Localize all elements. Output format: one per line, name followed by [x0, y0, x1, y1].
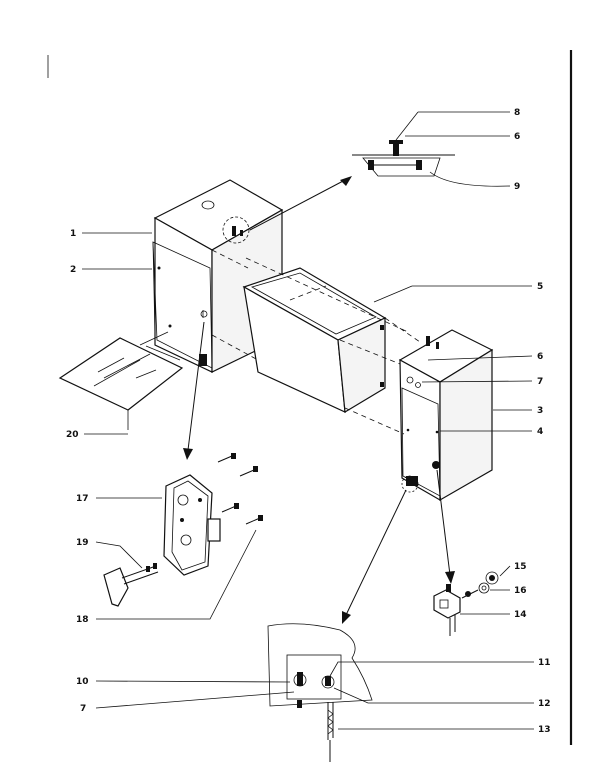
- callout-17: 17: [76, 494, 89, 504]
- left-cabinet-door: [152, 241, 213, 369]
- callout-7-bottom: 7: [80, 704, 86, 714]
- callout-7-right: 7: [537, 377, 543, 387]
- callout-9: 9: [514, 182, 520, 192]
- latch-plate: [286, 654, 342, 700]
- lock-plate: [199, 354, 207, 366]
- lock-bolt: [207, 518, 221, 542]
- leader-lines: [82, 111, 534, 730]
- assembly-guides: [211, 249, 421, 435]
- arrows: [127, 176, 455, 624]
- bolt-detail-circle: [222, 216, 250, 244]
- hinge-detail: [433, 571, 499, 636]
- callout-8: 8: [514, 108, 520, 118]
- callout-6-top: 6: [514, 132, 520, 142]
- callout-20: 20: [66, 430, 79, 440]
- tray-plate: [58, 337, 184, 411]
- callout-12: 12: [538, 699, 551, 709]
- key-head: [103, 567, 129, 607]
- callout-13: 13: [538, 725, 551, 735]
- callout-16: 16: [514, 586, 527, 596]
- top-hardware-detail: [352, 140, 455, 177]
- callout-6-right: 6: [537, 352, 543, 362]
- callout-11: 11: [538, 658, 551, 668]
- right-cabinet: [398, 329, 494, 502]
- top-hole: [201, 200, 215, 210]
- right-cabinet-side: [439, 348, 493, 502]
- callout-15: 15: [514, 562, 527, 572]
- callout-19: 19: [76, 538, 89, 548]
- right-lock-plate: [406, 476, 418, 486]
- tray-side: [337, 317, 386, 414]
- callout-labels: 1 2 5 6 8 9 6 7 3 4 20 17 19 18 15 16 14…: [66, 108, 551, 735]
- bottom-panel-detail: [267, 623, 373, 762]
- tray-inner: [250, 272, 377, 335]
- callout-4: 4: [537, 427, 543, 437]
- callout-18: 18: [76, 615, 89, 625]
- mail-tray: [58, 331, 184, 411]
- callout-3: 3: [537, 406, 543, 416]
- callout-1: 1: [70, 229, 76, 239]
- callout-10: 10: [76, 677, 89, 687]
- panel-sheet: [267, 623, 373, 707]
- callout-2: 2: [70, 265, 76, 275]
- lock-detail: [103, 453, 263, 607]
- callout-14: 14: [514, 610, 527, 620]
- callout-5: 5: [537, 282, 543, 292]
